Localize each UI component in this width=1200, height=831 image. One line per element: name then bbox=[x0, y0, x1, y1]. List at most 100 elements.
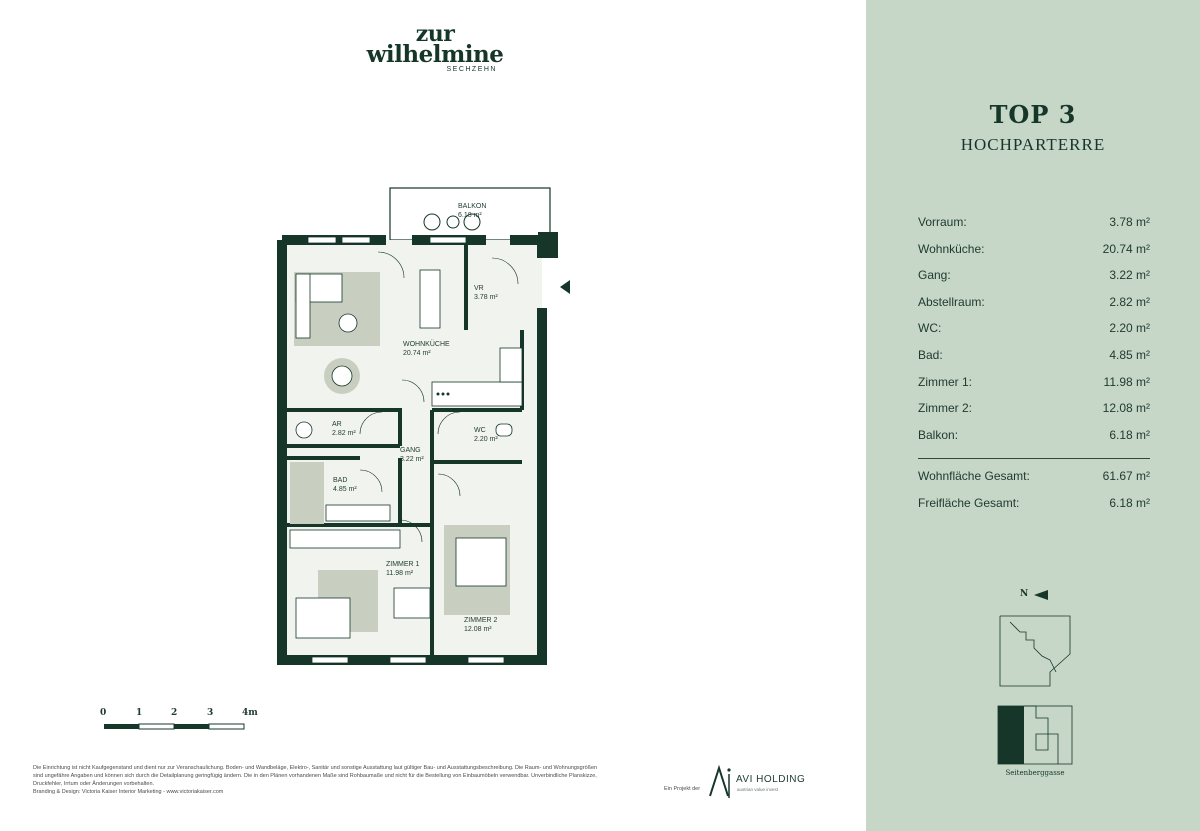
area-divider bbox=[918, 458, 1150, 460]
area-row: Vorraum: 3.78 m² bbox=[918, 213, 1150, 240]
balcony-furniture bbox=[423, 213, 481, 231]
coffee-table bbox=[338, 313, 358, 333]
room-label-vr: VR 3.78 m² bbox=[474, 284, 498, 302]
room-name-zimmer-2: ZIMMER 2 bbox=[464, 617, 498, 624]
room-area-bad: 4.85 m² bbox=[333, 486, 357, 493]
dining-table bbox=[331, 365, 353, 387]
room-label-gang: GANG 3.22 m² bbox=[400, 446, 424, 464]
developer-name: AVI HOLDING bbox=[736, 774, 806, 785]
bathtub bbox=[290, 462, 324, 524]
bed-1 bbox=[295, 597, 351, 639]
toilet bbox=[495, 423, 513, 437]
room-name-bad: BAD bbox=[333, 477, 348, 484]
area-value: 12.08 m² bbox=[1102, 401, 1150, 416]
floor-plan-drawing bbox=[277, 187, 570, 665]
scale-graphic bbox=[104, 723, 245, 730]
room-label-ar: AR 2.82 m² bbox=[332, 420, 356, 438]
total-value: 61.67 m² bbox=[1102, 469, 1150, 484]
kitchen-counter bbox=[431, 381, 523, 407]
area-label: Abstellraum: bbox=[918, 294, 985, 309]
disclaimer-line-1: Die Einrichtung ist nicht Kaufgegenstand… bbox=[33, 765, 598, 771]
room-name-wc: WC bbox=[474, 427, 486, 434]
area-label: Bad: bbox=[918, 347, 943, 362]
top-windows bbox=[307, 236, 467, 244]
info-panel: TOP 3 HOCHPARTERRE Vorraum: 3.78 m² Wohnk… bbox=[866, 0, 1200, 831]
developer-prefix: Ein Projekt der bbox=[664, 786, 701, 792]
logo-line-1: zur bbox=[415, 21, 455, 47]
room-area-wohnkueche: 20.74 m² bbox=[403, 350, 431, 357]
total-row: Freifläche Gesamt: 6.18 m² bbox=[918, 494, 1150, 521]
logo-line-2: wilhelmine bbox=[366, 41, 504, 68]
street-name: Seitenberggasse bbox=[1005, 769, 1065, 777]
entrance-arrow-icon bbox=[560, 280, 570, 294]
site-plan-outline bbox=[999, 615, 1071, 687]
area-label: Zimmer 2: bbox=[918, 401, 972, 416]
area-row: Gang:3.22 m² bbox=[918, 266, 1150, 293]
area-schedule: Vorraum: 3.78 m² Wohnküche: 20.74 m² Gang:… bbox=[918, 213, 1150, 521]
scale-label-3: 3 bbox=[207, 708, 214, 718]
area-row: Zimmer 2: 12.08 m² bbox=[918, 399, 1150, 426]
room-area-ar: 2.82 m² bbox=[332, 430, 356, 437]
area-row: Bad: 4.85 m² bbox=[918, 346, 1150, 373]
disclaimer-line-4: Branding & Design: Victoria Kaiser Inter… bbox=[33, 789, 224, 795]
area-value: 2.20 m² bbox=[1109, 321, 1150, 336]
disclaimer-line-3: Druckfehler, Irrtum oder Änderungen vorb… bbox=[33, 781, 155, 787]
unit-floor: HOCHPARTERRE bbox=[960, 135, 1106, 154]
area-label: Balkon: bbox=[918, 427, 959, 442]
area-value: 3.78 m² bbox=[1109, 215, 1150, 229]
area-row: Balkon: 6.18 m² bbox=[918, 426, 1150, 453]
scale-labels: 0 1 2 3 4m bbox=[98, 708, 268, 720]
area-row: WC: 2.20 m² bbox=[918, 319, 1150, 346]
area-label: Vorraum: bbox=[918, 215, 967, 229]
developer-logo: Ein Projekt der AVI HOLDING austrian val… bbox=[664, 762, 814, 802]
scale-label-4m: 4m bbox=[242, 708, 258, 718]
north-indicator: N bbox=[1020, 589, 1060, 603]
door-swings bbox=[359, 251, 519, 543]
area-label: Zimmer 1: bbox=[918, 374, 972, 389]
site-plan-building bbox=[997, 705, 1073, 765]
area-value: 11.98 m² bbox=[1103, 374, 1150, 389]
north-arrow-icon bbox=[1034, 590, 1048, 600]
room-area-zimmer-2: 12.08 m² bbox=[464, 626, 492, 633]
area-value: 20.74 m² bbox=[1102, 241, 1150, 256]
scale-label-1: 1 bbox=[136, 708, 143, 718]
scale-label-2: 2 bbox=[171, 708, 178, 718]
area-label: Wohnküche: bbox=[918, 241, 985, 256]
scale-label-0: 0 bbox=[100, 708, 107, 718]
wall-notch bbox=[538, 232, 558, 258]
room-name-gang: GANG bbox=[400, 447, 421, 454]
room-area-zimmer-1: 11.98 m² bbox=[386, 570, 414, 577]
room-name-ar: AR bbox=[332, 421, 342, 428]
room-label-bad: BAD 4.85 m² bbox=[333, 476, 357, 494]
total-label: Freifläche Gesamt: bbox=[918, 495, 1020, 510]
total-value: 6.18 m² bbox=[1109, 495, 1150, 510]
floor-plan: BALKON 6.18 m² VR 3.78 m² WOHNKÜCHE 20.7… bbox=[260, 180, 580, 670]
bathroom-vanity bbox=[325, 504, 391, 522]
room-name-vr: VR bbox=[474, 285, 484, 292]
sofa-side bbox=[295, 273, 311, 339]
area-value: 3.22 m² bbox=[1109, 268, 1150, 283]
room-area-gang: 3.22 m² bbox=[400, 456, 424, 463]
desk bbox=[393, 587, 431, 619]
room-area-balkon: 6.18 m² bbox=[458, 212, 482, 219]
room-name-zimmer-1: ZIMMER 1 bbox=[386, 561, 420, 568]
scale-bar: 0 1 2 3 4m bbox=[98, 708, 268, 738]
room-label-zimmer-2: ZIMMER 2 12.08 m² bbox=[464, 616, 497, 634]
avi-logo-icon bbox=[709, 764, 731, 798]
room-name-balkon: BALKON bbox=[458, 203, 487, 210]
washing-machine bbox=[295, 421, 313, 439]
unit-title: TOP 3 bbox=[989, 100, 1077, 129]
area-label: WC: bbox=[918, 321, 942, 336]
area-value: 6.18 m² bbox=[1109, 427, 1150, 442]
legal-disclaimer: Die Einrichtung ist nicht Kaufgegenstand… bbox=[33, 764, 633, 796]
room-label-zimmer-1: ZIMMER 1 11.98 m² bbox=[386, 560, 419, 578]
area-row: Wohnküche: 20.74 m² bbox=[918, 240, 1150, 267]
area-row: Abstellraum: 2.82 m² bbox=[918, 293, 1150, 320]
room-label-wohnkueche: WOHNKÜCHE 20.74 m² bbox=[403, 340, 450, 358]
area-value: 2.82 m² bbox=[1109, 294, 1150, 309]
disclaimer-line-2: sind ungefähre Angaben und können sich d… bbox=[33, 773, 597, 779]
bottom-windows bbox=[311, 656, 505, 664]
room-label-balkon: BALKON 6.18 m² bbox=[458, 202, 486, 220]
area-value: 4.85 m² bbox=[1109, 347, 1150, 362]
room-area-vr: 3.78 m² bbox=[474, 294, 498, 301]
